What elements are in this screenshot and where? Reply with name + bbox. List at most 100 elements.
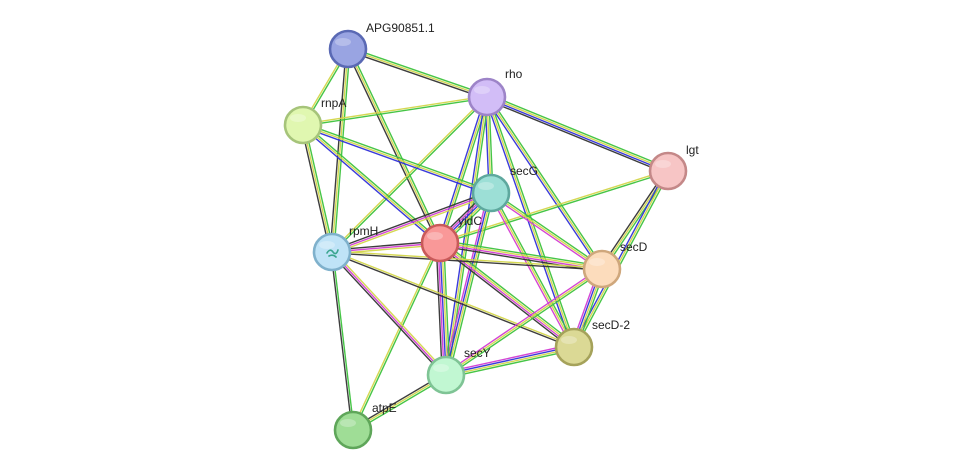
edge-evidence-green — [332, 251, 355, 430]
edge-yidC-secY[interactable] — [435, 242, 451, 376]
node-circle[interactable] — [467, 77, 507, 117]
edge-secG-rpmH[interactable] — [331, 190, 492, 255]
edge-evidence-black — [331, 190, 491, 251]
edge-evidence-green — [349, 47, 443, 243]
edge-evidence-magenta — [445, 343, 574, 373]
node-highlight — [290, 114, 306, 122]
edge-yidC-atpE[interactable] — [351, 242, 442, 431]
edge-evidence-black — [345, 49, 439, 245]
node-label: rpmH — [349, 224, 378, 238]
edge-evidence-blue — [486, 97, 668, 173]
node-highlight — [589, 258, 605, 266]
edge-secG-secD-2[interactable] — [488, 191, 577, 349]
node-rpmH[interactable]: rpmH — [312, 224, 378, 272]
edge-yidC-secD[interactable] — [439, 239, 603, 273]
edge-evidence-black — [331, 252, 602, 271]
node-secY[interactable]: secY — [426, 346, 491, 395]
edge-evidence-yellow — [332, 250, 575, 347]
edge-evidence-blue — [301, 125, 440, 245]
node-circle[interactable] — [420, 223, 460, 263]
edge-evidence-green — [348, 46, 488, 96]
edge-evidence-magenta — [488, 193, 573, 349]
edge-evidence-black — [330, 252, 353, 431]
edge-rpmH-secD[interactable] — [331, 250, 603, 271]
edge-evidence-green — [303, 97, 488, 127]
node-circle[interactable] — [333, 410, 373, 450]
node-circle[interactable] — [648, 151, 688, 191]
edge-evidence-green — [487, 95, 605, 269]
edge-evidence-magenta — [331, 251, 447, 376]
node-highlight — [433, 364, 449, 372]
edge-rnpA-rpmH[interactable] — [300, 124, 335, 253]
edge-evidence-blue — [437, 96, 486, 243]
edge-secG-secD[interactable] — [489, 190, 604, 272]
edge-rho-rnpA[interactable] — [302, 95, 488, 127]
edge-evidence-green — [332, 97, 489, 254]
node-circle[interactable] — [283, 105, 323, 145]
node-circle[interactable] — [328, 29, 368, 69]
node-highlight — [319, 241, 335, 249]
node-circle[interactable] — [554, 327, 594, 367]
edge-evidence-magenta — [489, 193, 602, 272]
node-rnpA[interactable]: rnpA — [283, 96, 346, 145]
edge-evidence-green — [333, 49, 351, 253]
edge-secD-secY[interactable] — [444, 266, 604, 378]
edge-evidence-green — [446, 269, 604, 378]
edge-rpmH-atpE[interactable] — [330, 251, 355, 431]
node-lgt[interactable]: lgt — [648, 143, 699, 191]
edge-evidence-blue — [439, 242, 447, 376]
node-label: secY — [464, 346, 491, 360]
edge-evidence-green — [448, 193, 495, 376]
edge-secG-secY[interactable] — [442, 192, 495, 376]
edge-evidence-black — [439, 245, 602, 273]
node-secD-2[interactable]: secD-2 — [554, 318, 630, 367]
edge-evidence-yellow — [332, 250, 603, 269]
edge-rpmH-secY[interactable] — [330, 250, 448, 377]
edge-evidence-black — [485, 98, 668, 175]
edge-evidence-yellow — [302, 95, 487, 125]
edge-evidence-blue — [302, 126, 491, 196]
edge-evidence-magenta — [444, 266, 602, 375]
edge-rho-lgt[interactable] — [485, 93, 670, 175]
node-circle[interactable] — [426, 355, 466, 395]
node-secD[interactable]: secD — [582, 240, 648, 289]
protein-structure-icon — [326, 249, 339, 258]
edge-evidence-black — [331, 252, 574, 349]
edge-evidence-yellow — [490, 192, 603, 270]
edge-evidence-blue — [484, 97, 602, 271]
edge-rpmH-secD-2[interactable] — [331, 250, 575, 349]
node-highlight — [478, 182, 494, 190]
edge-APG90851.1-rho[interactable] — [347, 46, 488, 100]
edge-evidence-yellow — [486, 96, 603, 270]
edge-evidence-yellow — [440, 241, 603, 269]
edge-evidence-green — [353, 243, 442, 431]
node-highlight — [427, 232, 443, 240]
node-circle[interactable] — [582, 249, 622, 289]
edge-evidence-black — [435, 243, 443, 376]
edge-evidence-yellow — [347, 48, 441, 244]
node-APG90851.1[interactable]: APG90851.1 — [328, 21, 435, 69]
edge-evidence-green — [575, 171, 671, 349]
edge-evidence-green — [491, 190, 604, 269]
node-atpE[interactable]: atpE — [333, 401, 397, 450]
node-highlight — [335, 38, 351, 46]
edge-evidence-green — [446, 349, 575, 379]
edge-rho-rpmH[interactable] — [330, 95, 489, 254]
edge-APG90851.1-rpmH[interactable] — [329, 48, 351, 253]
node-highlight — [561, 336, 577, 344]
node-circle[interactable] — [471, 173, 511, 213]
edge-evidence-yellow — [332, 194, 492, 255]
node-rho[interactable]: rho — [467, 67, 523, 117]
edge-rnpA-secG[interactable] — [302, 122, 492, 196]
edge-evidence-yellow — [302, 124, 492, 194]
edge-rho-secD[interactable] — [484, 95, 605, 271]
edge-evidence-green — [487, 93, 670, 170]
edge-evidence-yellow — [332, 250, 448, 375]
edge-evidence-yellow — [331, 48, 349, 253]
edge-APG90851.1-yidC[interactable] — [345, 47, 443, 245]
edge-evidence-magenta — [331, 192, 492, 253]
node-secG[interactable]: secG — [471, 164, 538, 213]
edge-secD-2-secY[interactable] — [445, 343, 575, 379]
node-yidC[interactable]: yidC — [420, 214, 482, 263]
